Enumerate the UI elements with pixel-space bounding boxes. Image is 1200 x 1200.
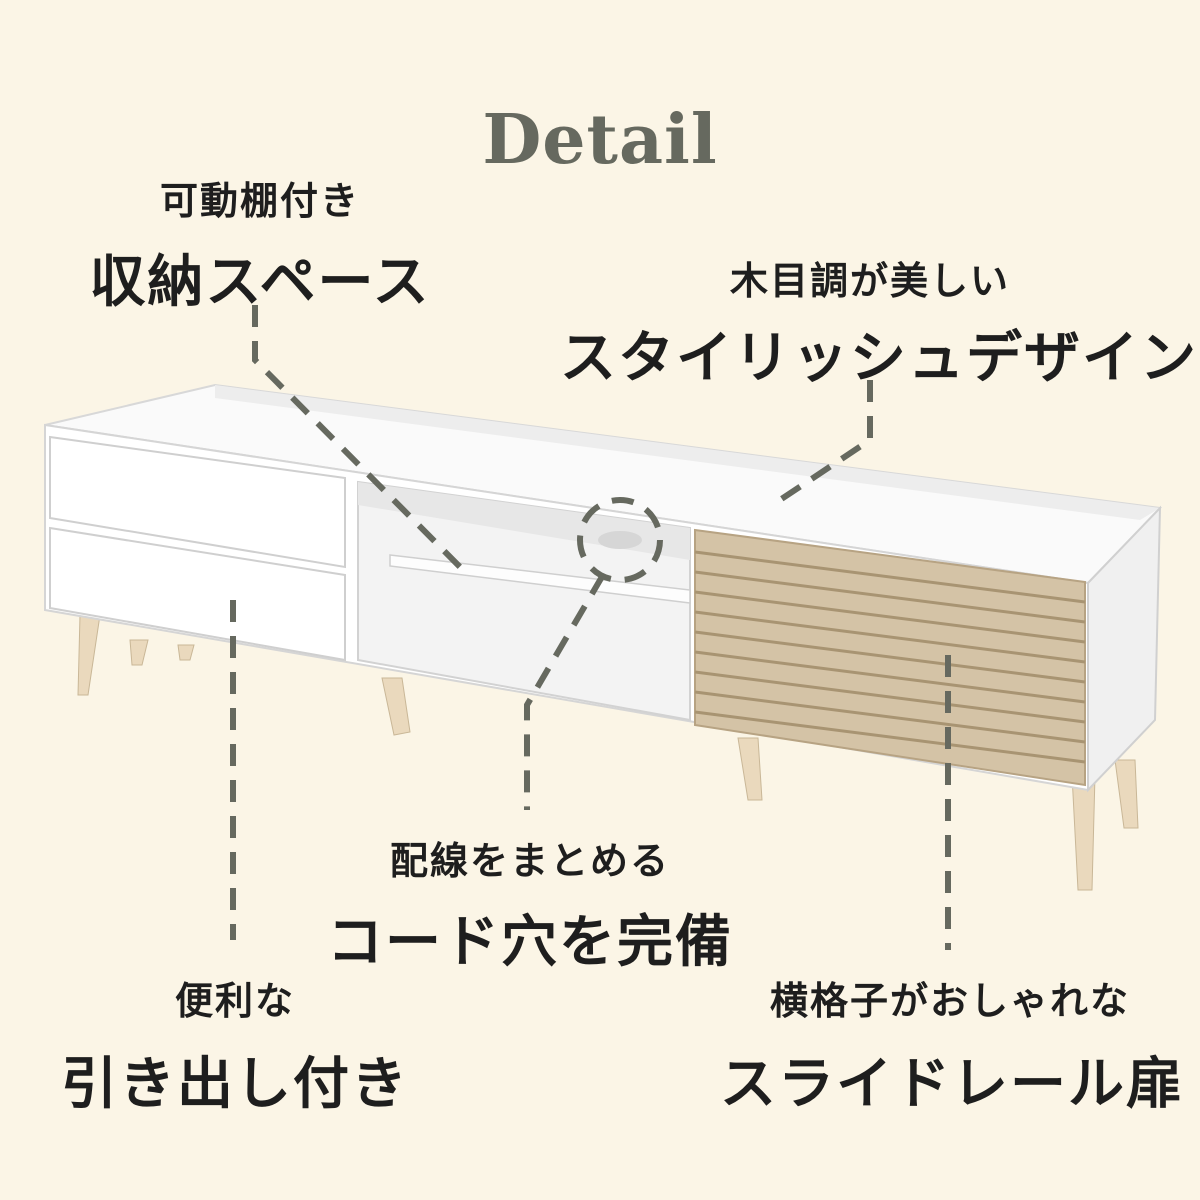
drawer-upper bbox=[49, 435, 346, 569]
callout-cord-heading: コード穴を完備 bbox=[327, 909, 733, 975]
page-title: Detail bbox=[482, 100, 718, 180]
callout-drawer: 便利な 引き出し付き bbox=[40, 970, 430, 1120]
callout-door-heading: スライドレール扉 bbox=[720, 1051, 1184, 1117]
callout-drawer-heading: 引き出し付き bbox=[61, 1051, 409, 1117]
callout-leaders bbox=[230, 305, 951, 950]
callout-storage: 可動棚付き 収納スペース bbox=[60, 170, 460, 318]
callout-design: 木目調が美しい スタイリッシュデザイン bbox=[560, 250, 1198, 394]
callout-door: 横格子がおしゃれな スライドレール扉 bbox=[720, 970, 1184, 1120]
callout-design-heading: スタイリッシュデザイン bbox=[560, 325, 1198, 391]
cabinet-legs bbox=[77, 614, 1139, 891]
callout-drawer-subtitle: 便利な bbox=[174, 978, 295, 1023]
callout-storage-heading: 収納スペース bbox=[89, 249, 431, 315]
callout-design-subtitle: 木目調が美しい bbox=[729, 258, 1010, 303]
drawer-lower bbox=[49, 526, 346, 662]
callout-cord: 配線をまとめる コード穴を完備 bbox=[310, 830, 750, 978]
cord-hole bbox=[598, 531, 642, 549]
callout-cord-subtitle: 配線をまとめる bbox=[389, 838, 670, 883]
door-slats bbox=[694, 550, 1086, 764]
adjustable-shelf bbox=[389, 554, 691, 604]
cabinet-side bbox=[1087, 505, 1162, 793]
callout-door-subtitle: 横格子がおしゃれな bbox=[769, 978, 1130, 1023]
callout-storage-subtitle: 可動棚付き bbox=[159, 178, 360, 223]
